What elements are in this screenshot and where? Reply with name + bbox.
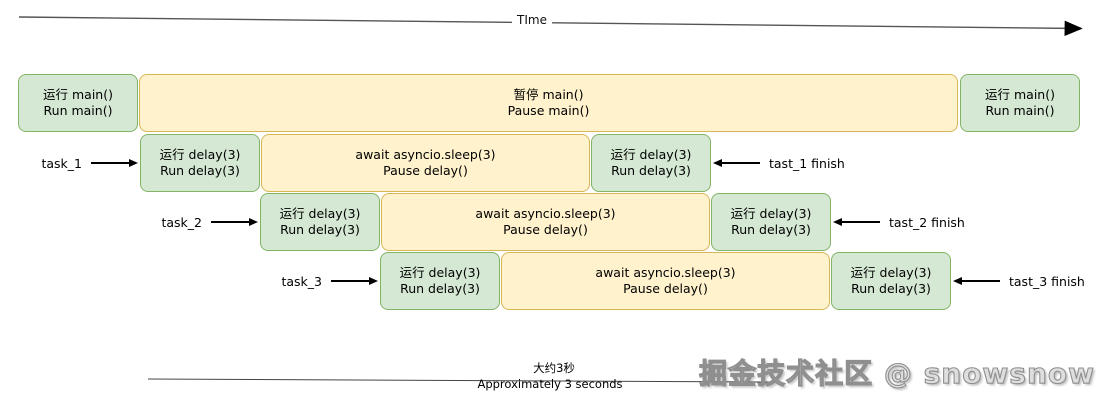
task-2-run-start-en: Run delay(3) [280,222,360,237]
main-run-end-zh: 运行 main() [985,87,1055,102]
task-1-run-end-zh: 运行 delay(3) [610,147,692,162]
main-pause-en: Pause main() [507,103,590,118]
task-1-finish-arrow: tast_1 finish [713,155,854,171]
main-run-start-zh: 运行 main() [43,87,113,102]
task-1-sleep-box: await asyncio.sleep(3) Pause delay() [261,134,590,192]
task-1-run-start-box: 运行 delay(3) Run delay(3) [140,134,260,192]
task-3-sleep-en: Pause delay() [623,281,708,296]
task-1-label: task_1 [41,155,82,171]
main-pause-zh: 暂停 main() [513,87,584,102]
arrow-line [331,280,369,282]
arrow-line [722,162,760,164]
task-1-sleep-en: Pause delay() [383,163,468,178]
time-axis-label: TIme [512,13,552,27]
task-3-run-end-box: 运行 delay(3) Run delay(3) [831,252,951,310]
arrow-left-icon [833,218,842,226]
arrow-line [842,221,880,223]
task-1-run-end-en: Run delay(3) [611,163,691,178]
task-2-run-end-zh: 运行 delay(3) [730,206,812,221]
task-3-label: task_3 [281,273,322,289]
task-3-finish-arrow: tast_3 finish [953,273,1094,289]
main-run-end-en: Run main() [985,103,1055,118]
main-pause-box: 暂停 main() Pause main() [139,74,958,132]
main-run-start-en: Run main() [43,103,113,118]
main-run-start-box: 运行 main() Run main() [18,74,138,132]
task-3-run-start-zh: 运行 delay(3) [399,265,481,280]
arrow-right-icon [129,159,138,167]
task-3-run-start-box: 运行 delay(3) Run delay(3) [380,252,500,310]
arrow-right-icon [249,218,258,226]
arrow-line [962,280,1000,282]
duration-line [147,378,773,383]
task-2-finish-arrow: tast_2 finish [833,214,974,230]
task-2-start-arrow: task_2 [152,214,258,230]
task-3-sleep-code: await asyncio.sleep(3) [595,265,736,280]
task-3-run-end-zh: 运行 delay(3) [850,265,932,280]
watermark: 掘金技术社区 @ snowsnow [699,356,1095,390]
task-2-sleep-en: Pause delay() [503,222,588,237]
task-2-label: task_2 [161,214,202,230]
task-2-run-end-box: 运行 delay(3) Run delay(3) [711,193,831,251]
task-1-run-end-box: 运行 delay(3) Run delay(3) [591,134,711,192]
task-2-run-start-box: 运行 delay(3) Run delay(3) [260,193,380,251]
arrow-left-icon [953,277,962,285]
task-3-finish-label: tast_3 finish [1009,273,1085,289]
task-2-sleep-code: await asyncio.sleep(3) [475,206,616,221]
task-3-run-end-en: Run delay(3) [851,281,931,296]
task-3-sleep-box: await asyncio.sleep(3) Pause delay() [501,252,830,310]
duration-label-zh: 大约3秒 [533,361,575,375]
task-1-start-arrow: task_1 [32,155,138,171]
arrow-line [91,162,129,164]
task-3-run-start-en: Run delay(3) [400,281,480,296]
task-1-sleep-code: await asyncio.sleep(3) [355,147,496,162]
task-1-run-start-zh: 运行 delay(3) [159,147,241,162]
arrow-left-icon [713,159,722,167]
main-run-end-box: 运行 main() Run main() [960,74,1080,132]
task-1-finish-label: tast_1 finish [769,155,845,171]
task-2-finish-label: tast_2 finish [889,214,965,230]
task-2-run-end-en: Run delay(3) [731,222,811,237]
task-2-run-start-zh: 运行 delay(3) [279,206,361,221]
task-3-start-arrow: task_3 [272,273,378,289]
arrow-line [211,221,249,223]
duration-label-en: Approximately 3 seconds [477,377,623,391]
arrow-right-icon [369,277,378,285]
task-1-run-start-en: Run delay(3) [160,163,240,178]
task-2-sleep-box: await asyncio.sleep(3) Pause delay() [381,193,710,251]
